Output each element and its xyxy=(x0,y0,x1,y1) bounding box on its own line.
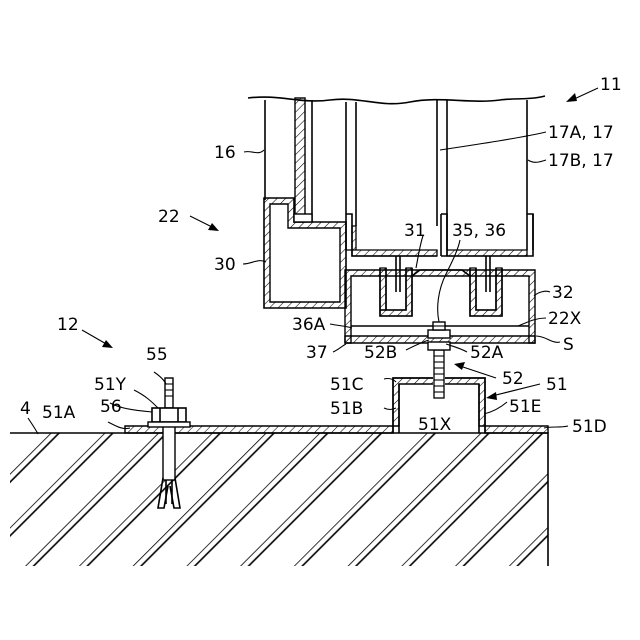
label-51e: 51E xyxy=(509,397,541,417)
label-51a: 51A xyxy=(42,403,76,423)
label-56: 56 xyxy=(100,397,122,417)
label-52a: 52A xyxy=(470,343,504,363)
label-51c: 51C xyxy=(330,375,364,395)
label-51b: 51B xyxy=(330,399,363,419)
label-52: 52 xyxy=(502,369,524,389)
label-32: 32 xyxy=(552,283,574,303)
label-36a: 36A xyxy=(292,315,326,335)
label-51y: 51Y xyxy=(94,375,127,395)
label-51d: 51D xyxy=(572,417,607,437)
label-31: 31 xyxy=(404,221,426,241)
label-22: 22 xyxy=(158,207,180,227)
label-30: 30 xyxy=(214,255,236,275)
label-51x: 51X xyxy=(418,415,452,435)
label-55: 55 xyxy=(146,345,168,365)
label-52b: 52B xyxy=(364,343,397,363)
label-17a: 17A, 17 xyxy=(548,123,614,143)
connecting-bolt-52 xyxy=(428,322,450,398)
label-s: S xyxy=(563,335,574,355)
label-16: 16 xyxy=(214,143,236,163)
label-12: 12 xyxy=(57,315,79,335)
sill-22 xyxy=(264,198,346,308)
label-37: 37 xyxy=(306,343,328,363)
foundation-slab xyxy=(10,433,548,566)
label-17b: 17B, 17 xyxy=(548,151,614,171)
label-22x: 22X xyxy=(548,309,582,329)
label-4: 4 xyxy=(20,399,31,419)
label-11: 11 xyxy=(600,75,622,95)
label-51: 51 xyxy=(546,375,568,395)
label-35-36: 35, 36 xyxy=(452,221,506,241)
